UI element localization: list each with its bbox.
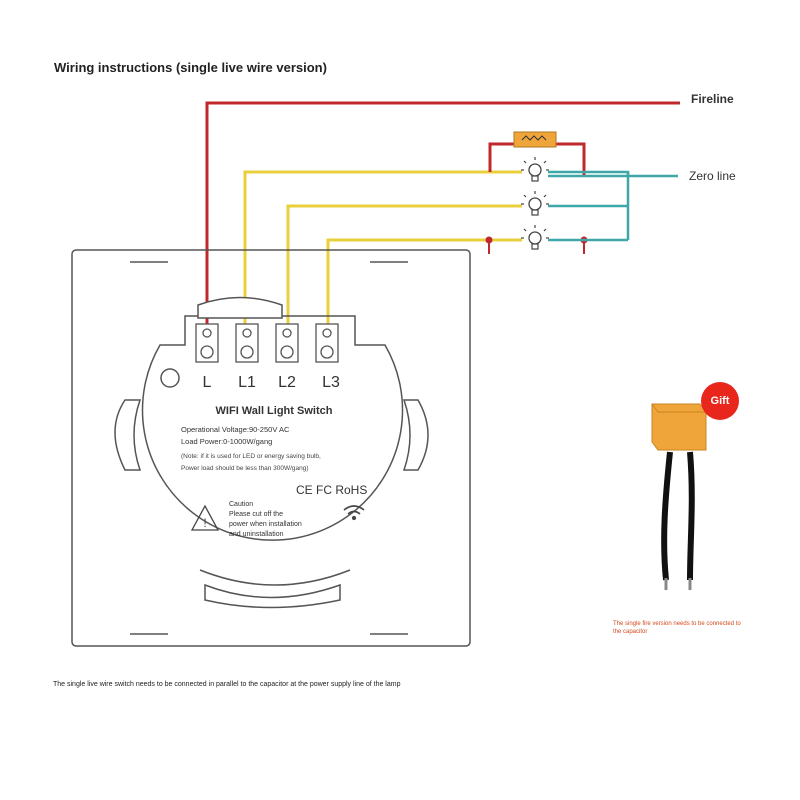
terminal-label-l1: L1 (238, 374, 256, 391)
caution-title: Caution (229, 501, 253, 508)
gift-badge: Gift (701, 382, 739, 420)
live-wire (205, 101, 680, 330)
bulb-icon (521, 191, 549, 216)
pin-left (485, 236, 493, 244)
wifi-icon (343, 505, 365, 521)
certification-marks: CE FC RoHS (296, 483, 367, 497)
bulb-icon (521, 157, 549, 182)
switch-backplate (71, 249, 471, 647)
terminal-label-l3: L3 (322, 374, 340, 391)
warning-icon: ! (190, 504, 220, 531)
switched-wire-l3 (326, 238, 522, 330)
gift-note: The single fire version needs to be conn… (613, 621, 741, 635)
switched-wire-l2 (286, 204, 522, 330)
diagram-title: Wiring instructions (single live wire ve… (54, 60, 327, 75)
bulb-icon (521, 225, 549, 250)
terminal-block (195, 323, 339, 363)
product-name: WIFI Wall Light Switch (216, 405, 333, 417)
load-spec: Load Power:0-1000W/gang (181, 437, 272, 446)
note-line-2: Power load should be less than 300W/gang… (181, 465, 309, 472)
footer-note: The single live wire switch needs to be … (53, 681, 401, 688)
caution-line-2: power when installation (229, 521, 302, 528)
caution-line-3: and uninstallation (229, 531, 284, 538)
capacitor (513, 131, 557, 148)
terminal-label-l: L (203, 374, 212, 391)
capacitor-wire-left (488, 142, 514, 172)
terminal-label-l2: L2 (278, 374, 296, 391)
fireline-label: Fireline (691, 92, 734, 106)
svg-text:!: ! (203, 516, 206, 530)
capacitor-marking (521, 135, 547, 141)
zero-line-label: Zero line (689, 169, 736, 183)
caution-line-1: Please cut off the (229, 511, 283, 518)
gift-capacitor-image (651, 403, 707, 590)
note-line-1: (Note: if it is used for LED or energy s… (181, 453, 321, 460)
voltage-spec: Operational Voltage:90-250V AC (181, 425, 290, 434)
switched-wire-l1 (243, 170, 522, 330)
capacitor-wire-right (556, 142, 586, 172)
